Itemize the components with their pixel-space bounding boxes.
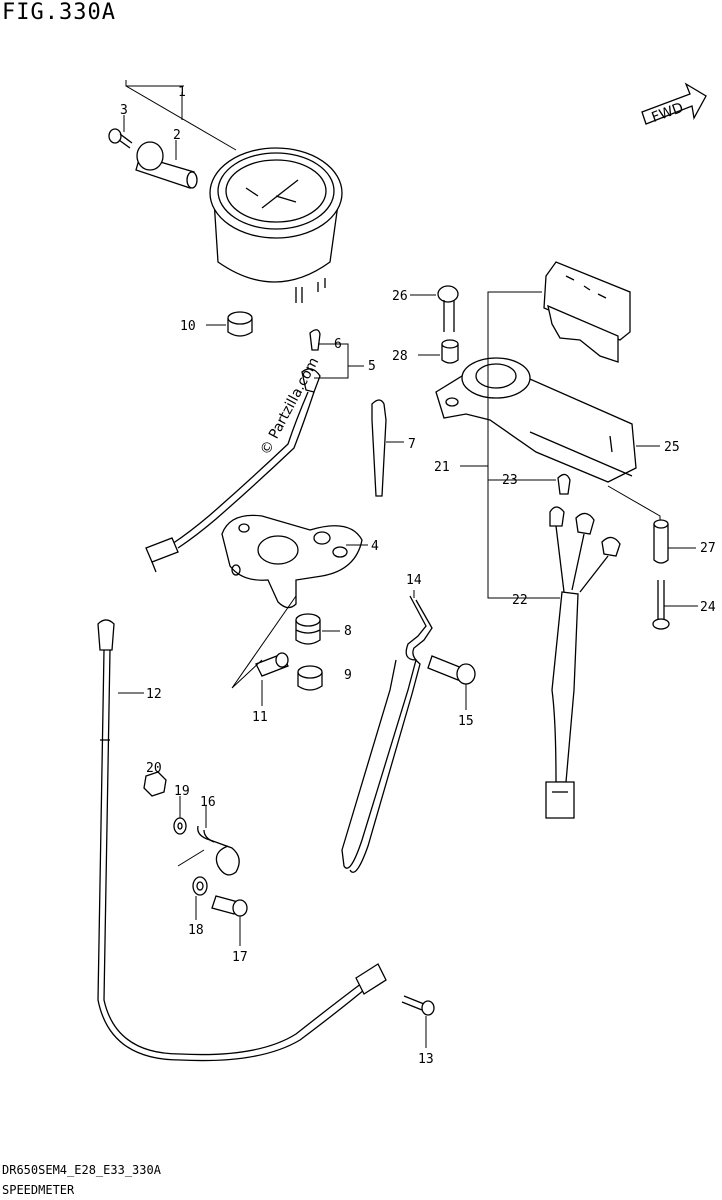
callout-labels: 1 2 3 4 5 6 7 8 9 10 11 12 13 14 15 16 1… [120,85,716,1067]
bolt-11 [255,652,289,677]
bulb-23 [557,473,571,495]
callout-13: 13 [418,1052,434,1067]
callout-28: 28 [392,349,408,364]
trip-reset-knob [135,141,198,189]
callout-14: 14 [406,573,422,588]
callout-24: 24 [700,600,716,615]
figure-code: DR650SEM4_E28_E33_330A [2,1163,161,1177]
callout-26: 26 [392,289,408,304]
callout-21: 21 [434,460,450,475]
callout-27: 27 [700,541,716,556]
watermark-text: © Partzilla.com [257,355,322,458]
callout-3: 3 [120,103,128,118]
callout-19: 19 [174,784,190,799]
callout-9: 9 [344,668,352,683]
callout-5: 5 [368,359,376,374]
callout-18: 18 [188,923,204,938]
washer-18 [192,876,208,896]
collar-27 [653,519,669,564]
bolt-13 [401,995,435,1016]
grommet-10 [227,311,253,337]
clamp-7 [371,399,387,497]
figure-name: SPEEDMETER [2,1183,75,1197]
callout-10: 10 [180,319,196,334]
screw-3 [108,128,133,149]
washer-19 [173,817,187,835]
callout-8: 8 [344,624,352,639]
screw-26 [437,285,459,332]
callout-16: 16 [200,795,216,810]
indicator-lens-panel [543,261,631,363]
clamp-16 [197,825,240,876]
callout-25: 25 [664,440,680,455]
callout-15: 15 [458,714,474,729]
bulb-6 [309,329,321,351]
leader-lines [118,80,698,1048]
callout-12: 12 [146,687,162,702]
socket-lead-wire [145,368,321,573]
cushion-8 [295,613,321,645]
speedometer-gauge [209,147,343,303]
screw-24 [652,580,670,630]
callout-22: 22 [512,593,528,608]
collar-28 [441,339,459,364]
cable-guide-14 [341,595,433,873]
callout-7: 7 [408,437,416,452]
callout-4: 4 [371,539,379,554]
bolt-17 [211,895,248,917]
callout-1: 1 [178,85,186,100]
callout-11: 11 [252,710,268,725]
speedometer-cable [97,619,387,1062]
figure-title: FIG.330A [2,0,116,25]
indicator-harness [545,506,621,819]
meter-bracket [221,514,363,609]
bolt-15 [427,655,476,685]
fwd-arrow-icon: FWD [641,82,707,126]
washer-9 [297,665,323,691]
callout-2: 2 [173,128,181,143]
callout-23: 23 [502,473,518,488]
callout-20: 20 [146,761,162,776]
nut-20 [143,771,167,797]
callout-6: 6 [334,337,342,352]
indicator-housing [435,357,637,483]
callout-17: 17 [232,950,248,965]
fwd-label: FWD [649,100,685,126]
